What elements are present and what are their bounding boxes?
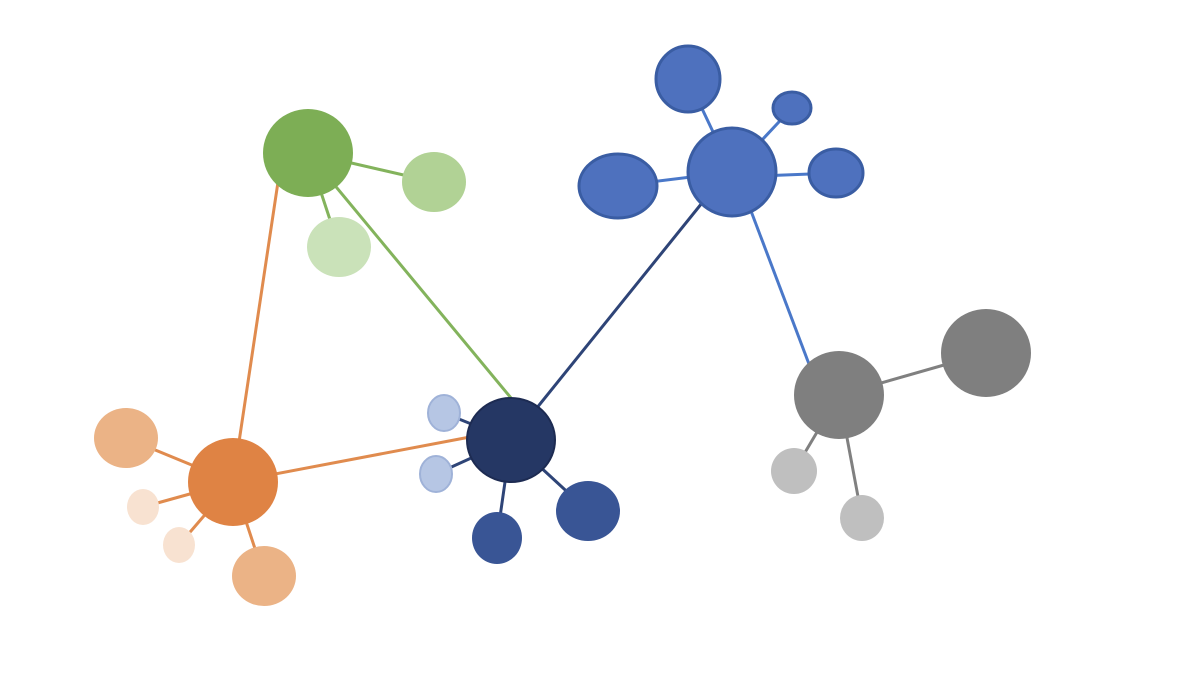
green-leaf-node-1 bbox=[402, 152, 466, 212]
blue-hub-node bbox=[686, 126, 778, 218]
green-hub-node bbox=[263, 109, 353, 197]
nodes-layer bbox=[94, 44, 1031, 606]
orange-hub-node bbox=[188, 438, 278, 526]
orange-leaf-node-4 bbox=[232, 546, 296, 606]
orange-leaf-node-2 bbox=[127, 489, 159, 525]
green-leaf-node-2 bbox=[307, 217, 371, 277]
gray-hub-node bbox=[794, 351, 884, 439]
navy-leaf-node-4 bbox=[556, 481, 620, 541]
orange-leaf-node-3 bbox=[163, 527, 195, 563]
navy-hub-node bbox=[466, 397, 556, 483]
navy-leaf-node-2 bbox=[419, 455, 453, 493]
edge-orange-hub-green-hub bbox=[231, 181, 280, 483]
navy-leaf-node-3 bbox=[472, 512, 522, 564]
gray-leaf-node-3 bbox=[840, 495, 884, 541]
gray-leaf-node-1 bbox=[941, 309, 1031, 397]
blue-leaf-node-4 bbox=[807, 147, 865, 199]
blue-leaf-node-3 bbox=[577, 152, 659, 220]
blue-leaf-node-1 bbox=[654, 44, 722, 114]
edge-navy-hub-blue-hub bbox=[509, 197, 708, 441]
orange-leaf-node-1 bbox=[94, 408, 158, 468]
edge-blue-hub-gray-hub bbox=[749, 210, 814, 373]
gray-leaf-node-2 bbox=[771, 448, 817, 494]
edge-green-hub-navy-hub bbox=[306, 152, 513, 399]
blue-leaf-node-2 bbox=[771, 90, 813, 126]
navy-leaf-node-1 bbox=[427, 394, 461, 432]
